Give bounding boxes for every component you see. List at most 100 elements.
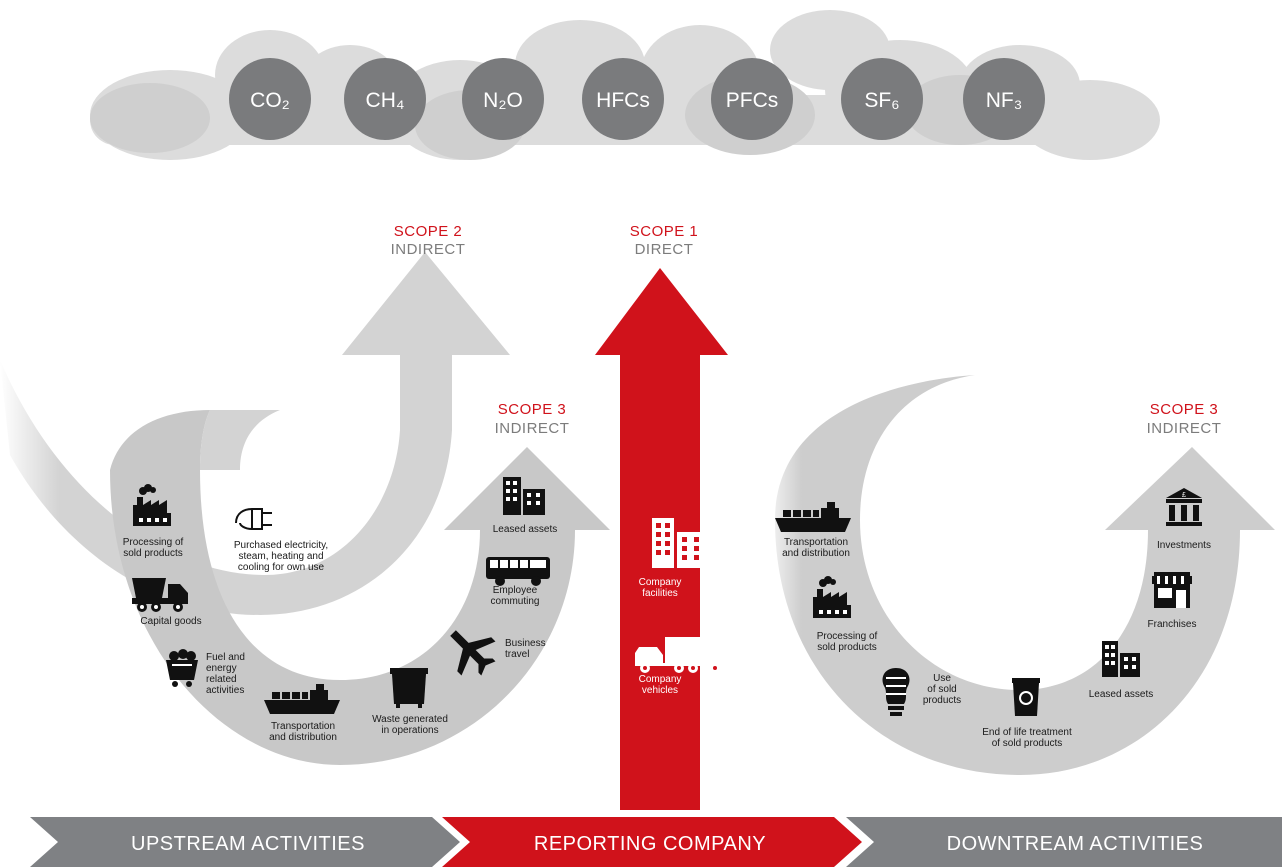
label-downstream-transport-line: and distribution: [782, 548, 850, 559]
label-waste-line: Waste generated: [372, 714, 448, 725]
label-use-of-sold-products-line: of sold: [927, 684, 956, 695]
gas-item: PFCs: [711, 58, 793, 140]
gas-item: CH₄: [344, 58, 426, 140]
gas-item: CO₂: [229, 58, 311, 140]
label-capital-goods: Capital goods: [140, 616, 201, 627]
reporting-band-label: REPORTING COMPANY: [534, 833, 766, 855]
label-downstream-transport-line: Transportation: [784, 537, 848, 548]
plug-icon: [235, 508, 272, 530]
scope3-upstream-arrow: [110, 410, 610, 765]
scope1-subtitle: DIRECT: [635, 241, 694, 258]
upstream-band-label: UPSTREAM ACTIVITIES: [131, 833, 365, 855]
label-use-of-sold-products-line: products: [923, 695, 961, 706]
scope3-downstream-subtitle: INDIRECT: [1147, 420, 1222, 437]
buildings-icon-downstream: [1102, 641, 1140, 677]
gas-label: CH₄: [366, 89, 405, 112]
activity-band: UPSTREAM ACTIVITIES REPORTING COMPANY DO…: [30, 817, 1282, 867]
label-company-facilities-line: Company: [639, 577, 682, 588]
gas-label: NF₃: [986, 89, 1023, 112]
reporting-band: [442, 817, 862, 867]
label-end-of-life-line: End of life treatment: [982, 727, 1072, 738]
scope2-title: SCOPE 2: [394, 223, 463, 240]
label-downstream-processing-line: Processing of: [817, 631, 878, 642]
label-upstream-processing-line: Processing of: [123, 537, 184, 548]
waste-bin-icon: [390, 668, 428, 708]
gas-item: SF₆: [841, 58, 923, 140]
label-fuel-energy-line: energy: [206, 663, 237, 674]
label-downstream-leased: Leased assets: [1089, 689, 1154, 700]
bus-icon: [486, 557, 550, 586]
scope3-upstream-title: SCOPE 3: [498, 401, 567, 418]
label-fuel-energy-line: related: [206, 674, 237, 685]
label-franchises: Franchises: [1148, 619, 1197, 630]
gas-circle: [841, 58, 923, 140]
gas-label: CO₂: [250, 89, 290, 112]
label-upstream-leased: Leased assets: [493, 524, 558, 535]
gas-circle: [462, 58, 544, 140]
dump-truck-icon: [132, 578, 188, 612]
gas-item: HFCs: [582, 58, 664, 140]
gas-item: NF₃: [963, 58, 1045, 140]
label-upstream-leased-line: Leased assets: [493, 524, 558, 535]
scope3-upstream-subtitle: INDIRECT: [495, 420, 570, 437]
scope3-downstream-label: SCOPE 3 INDIRECT: [1147, 401, 1222, 437]
label-business-travel-line: travel: [505, 649, 529, 660]
factory-icon-downstream: [813, 576, 851, 618]
gas-label: PFCs: [726, 89, 779, 112]
gas-list: CO₂ CH₄ N₂O HFCs PFCs SF₆ NF₃: [229, 58, 1045, 140]
label-capital-goods-line: Capital goods: [140, 616, 201, 627]
label-use-of-sold-products-line: Use: [933, 673, 951, 684]
ship-icon: [264, 684, 340, 714]
label-purchased-electricity-line: steam, heating and: [238, 551, 323, 562]
label-upstream-transport-line: and distribution: [269, 732, 337, 743]
label-fuel-energy-line: activities: [206, 685, 244, 696]
label-upstream-transport-line: Transportation: [271, 721, 335, 732]
gas-label: SF₆: [864, 89, 899, 112]
label-employee-commuting-line: Employee: [493, 585, 538, 596]
activity-labels: Purchased electricity,steam, heating and…: [123, 524, 1211, 749]
label-waste-line: in operations: [381, 725, 438, 736]
company-buildings-icon: [652, 518, 705, 568]
label-end-of-life-line: of sold products: [992, 738, 1063, 749]
ship-icon-downstream: [775, 502, 851, 532]
label-company-vehicles-line: Company: [639, 674, 682, 685]
coal-cart-icon: [166, 649, 198, 687]
buildings-icon: [503, 477, 545, 515]
gas-label: HFCs: [596, 89, 650, 112]
scope1-label: SCOPE 1 DIRECT: [630, 223, 698, 258]
storefront-icon: [1152, 572, 1192, 608]
gas-label: N₂O: [483, 89, 523, 112]
gas-item: N₂O: [462, 58, 544, 140]
delivery-truck-icon: [635, 637, 725, 673]
light-bulb-icon: [882, 668, 910, 716]
label-upstream-processing-line: sold products: [123, 548, 182, 559]
scope2-arrow: [0, 252, 510, 630]
label-purchased-electricity-line: Purchased electricity,: [234, 540, 328, 551]
label-purchased-electricity-line: cooling for own use: [238, 562, 325, 573]
factory-icon: [133, 484, 171, 526]
bank-icon: £: [1166, 488, 1202, 526]
scope3-downstream-title: SCOPE 3: [1150, 401, 1219, 418]
gas-circle: [229, 58, 311, 140]
gas-circle: [963, 58, 1045, 140]
label-business-travel-line: Business: [505, 638, 546, 649]
downstream-band: [846, 817, 1282, 867]
label-downstream-processing-line: sold products: [817, 642, 876, 653]
label-fuel-energy-line: Fuel and: [206, 652, 245, 663]
upstream-band: [30, 817, 460, 867]
label-company-vehicles-line: vehicles: [642, 685, 678, 696]
label-franchises-line: Franchises: [1148, 619, 1197, 630]
scope3-upstream-label: SCOPE 3 INDIRECT: [495, 401, 570, 437]
downstream-band-label: DOWNTREAM ACTIVITIES: [947, 833, 1204, 855]
label-company-facilities-line: facilities: [642, 588, 678, 599]
